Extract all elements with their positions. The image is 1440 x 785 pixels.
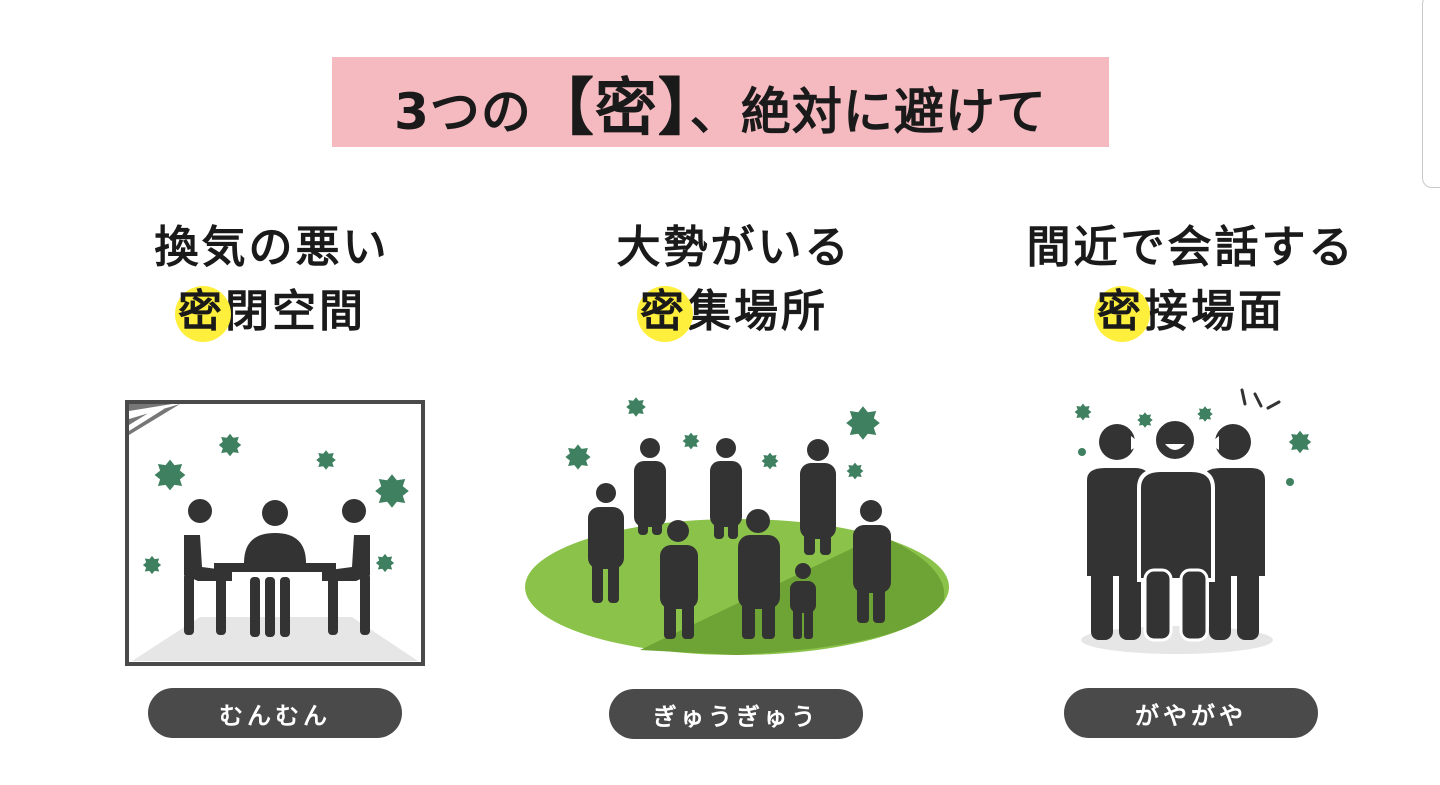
mitsu-highlight: 密 xyxy=(175,280,231,344)
heading-line1: 換気の悪い xyxy=(154,222,390,273)
title-after: 、絶対に避けて xyxy=(689,83,1047,141)
meeting-table-icon xyxy=(125,400,425,666)
speech-lines xyxy=(1240,388,1281,410)
label-pill-gayagaya: がやがや xyxy=(1064,688,1318,738)
crowd-icon xyxy=(525,397,949,655)
mitsu-highlight: 密 xyxy=(637,280,693,344)
page-title: 3つの【密】、絶対に避けて xyxy=(394,57,1047,147)
heading-line1: 間近で会話する xyxy=(1026,222,1356,273)
title-emphasis: 密 xyxy=(594,71,658,144)
heading-close-contact: 間近で会話する 密接場面 xyxy=(961,216,1421,344)
heading-line2: 接場面 xyxy=(1144,286,1285,337)
virus-icon xyxy=(1074,403,1312,486)
title-before: 3つの xyxy=(394,83,532,141)
mitsu-highlight: 密 xyxy=(1094,280,1150,344)
person-icon xyxy=(184,499,370,637)
person-icon-center xyxy=(1137,417,1215,642)
heading-line1: 大勢がいる xyxy=(616,222,852,273)
chatting-group-icon xyxy=(1074,388,1312,654)
heading-closed-space: 換気の悪い 密閉空間 xyxy=(42,216,502,344)
person-icon xyxy=(1087,424,1265,640)
title-banner: 3つの【密】、絶対に避けて xyxy=(332,57,1109,147)
title-bracket-close: 】 xyxy=(657,71,690,144)
title-bracket-open: 【 xyxy=(531,71,595,144)
side-panel-edge xyxy=(1422,0,1440,188)
label-pill-gyuugyuu: ぎゅうぎゅう xyxy=(609,689,863,739)
label-pill-munmun: むんむん xyxy=(148,688,402,738)
heading-line2: 閉空間 xyxy=(225,286,366,337)
heading-line2: 集場所 xyxy=(687,286,828,337)
heading-crowded-place: 大勢がいる 密集場所 xyxy=(504,216,964,344)
person-icon xyxy=(588,438,891,639)
